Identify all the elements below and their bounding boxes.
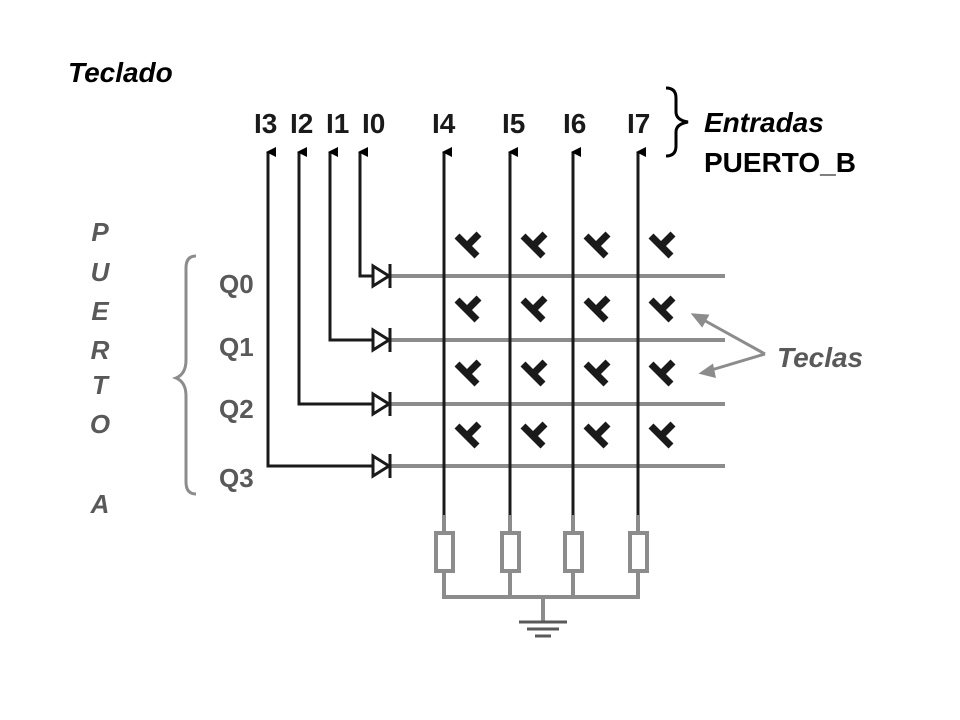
key-switch — [648, 421, 676, 449]
key-switch — [648, 295, 676, 323]
diode-symbol — [370, 327, 392, 353]
input-label-i7: I7 — [627, 108, 650, 139]
puerto-a-letter: E — [91, 296, 109, 326]
puerto-b-label: PUERTO_B — [704, 147, 856, 178]
key-switch — [520, 421, 548, 449]
diodes — [370, 263, 392, 479]
key-switch — [583, 421, 611, 449]
key-switch — [454, 421, 482, 449]
key-switch — [454, 231, 482, 259]
key-switch — [583, 295, 611, 323]
input-label-i3: I3 — [254, 108, 277, 139]
puerto-a-letter: T — [92, 370, 110, 400]
pulldown-network — [434, 515, 649, 638]
entradas-brace — [665, 86, 689, 158]
key-switch — [648, 231, 676, 259]
resistor — [434, 531, 455, 573]
puerto-a-letter: R — [91, 335, 110, 365]
puerto-a-letter: O — [90, 409, 110, 439]
row-lines — [390, 274, 725, 468]
row-feedback-wires — [266, 147, 370, 468]
puerto-a-brace — [171, 254, 197, 496]
diode-symbol — [370, 391, 392, 417]
input-label-i1: I1 — [326, 108, 349, 139]
key-switch — [583, 231, 611, 259]
puerto-a-letter: A — [90, 489, 110, 519]
puerto-a-letter: P — [91, 217, 109, 247]
input-label-i0: I0 — [362, 108, 385, 139]
key-switch — [583, 359, 611, 387]
resistor — [563, 531, 584, 573]
diagram-title: Teclado — [68, 57, 173, 88]
input-label-i5: I5 — [502, 108, 525, 139]
diode-symbol — [370, 263, 392, 289]
input-label-i6: I6 — [563, 108, 586, 139]
column-wires — [442, 147, 646, 515]
wire-q1-to-i1 — [328, 147, 370, 342]
key-switch — [454, 295, 482, 323]
puerto-a-letter: U — [91, 257, 111, 287]
teclas-pointer — [690, 313, 766, 379]
wire-q3-to-i3 — [266, 147, 370, 468]
ground-symbol — [519, 620, 567, 638]
row-label-q1: Q1 — [219, 332, 254, 362]
key-switch — [520, 295, 548, 323]
row-label-q2: Q2 — [219, 394, 254, 424]
input-label-i4: I4 — [432, 108, 456, 139]
input-label-i2: I2 — [290, 108, 313, 139]
row-label-q0: Q0 — [219, 269, 254, 299]
wire-q0-to-i0 — [358, 147, 370, 278]
resistor — [628, 531, 649, 573]
diode-symbol — [370, 453, 392, 479]
key-switch — [648, 359, 676, 387]
key-switch — [520, 231, 548, 259]
resistor — [500, 531, 521, 573]
key-switch-grid — [454, 231, 676, 449]
row-label-q3: Q3 — [219, 463, 254, 493]
wire-q2-to-i2 — [297, 147, 370, 406]
key-switch — [520, 359, 548, 387]
teclas-label: Teclas — [777, 342, 863, 373]
puerto-a-vertical-label: P U E R T O A — [90, 217, 111, 519]
entradas-label: Entradas — [704, 107, 824, 138]
input-labels: I3 I2 I1 I0 I4 I5 I6 I7 — [254, 108, 650, 139]
key-switch — [454, 359, 482, 387]
row-labels: Q0 Q1 Q2 Q3 — [219, 269, 254, 493]
